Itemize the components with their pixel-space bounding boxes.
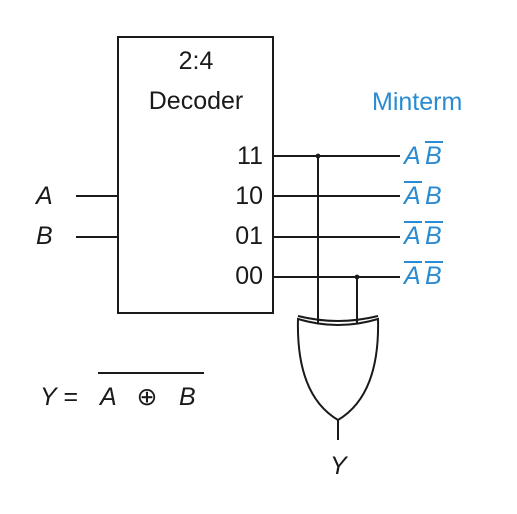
equation-b: B: [179, 383, 196, 411]
decoder-output-10: 10: [235, 182, 263, 210]
minterm-3-first: A: [402, 262, 421, 290]
decoder-output-01: 01: [235, 222, 263, 250]
minterm-header: Minterm: [372, 88, 462, 116]
input-b-label: B: [36, 222, 53, 250]
or-gate-xor-arc: [297, 315, 379, 322]
equation-lhs: Y =: [40, 383, 78, 411]
input-a-label: A: [34, 182, 53, 210]
minterm-1-first: A: [402, 182, 421, 210]
minterm-2-first: A: [402, 222, 421, 250]
minterm-1-second: B: [425, 182, 442, 210]
minterm-0-second: B: [425, 142, 442, 170]
minterm-0-first: A: [402, 142, 421, 170]
equation-a: A: [98, 383, 117, 411]
decoder-output-11: 11: [237, 142, 263, 170]
decoder-title-label: Decoder: [149, 87, 244, 115]
minterm-2-second: B: [425, 222, 442, 250]
decoder-block: [117, 36, 274, 314]
minterm-3-second: B: [425, 262, 442, 290]
equation-xor-op: ⊕: [137, 383, 158, 411]
output-y-label: Y: [330, 452, 349, 480]
decoder-output-00: 00: [235, 262, 263, 290]
decoder-title-ratio: 2:4: [179, 47, 214, 75]
or-gate: [296, 317, 380, 422]
